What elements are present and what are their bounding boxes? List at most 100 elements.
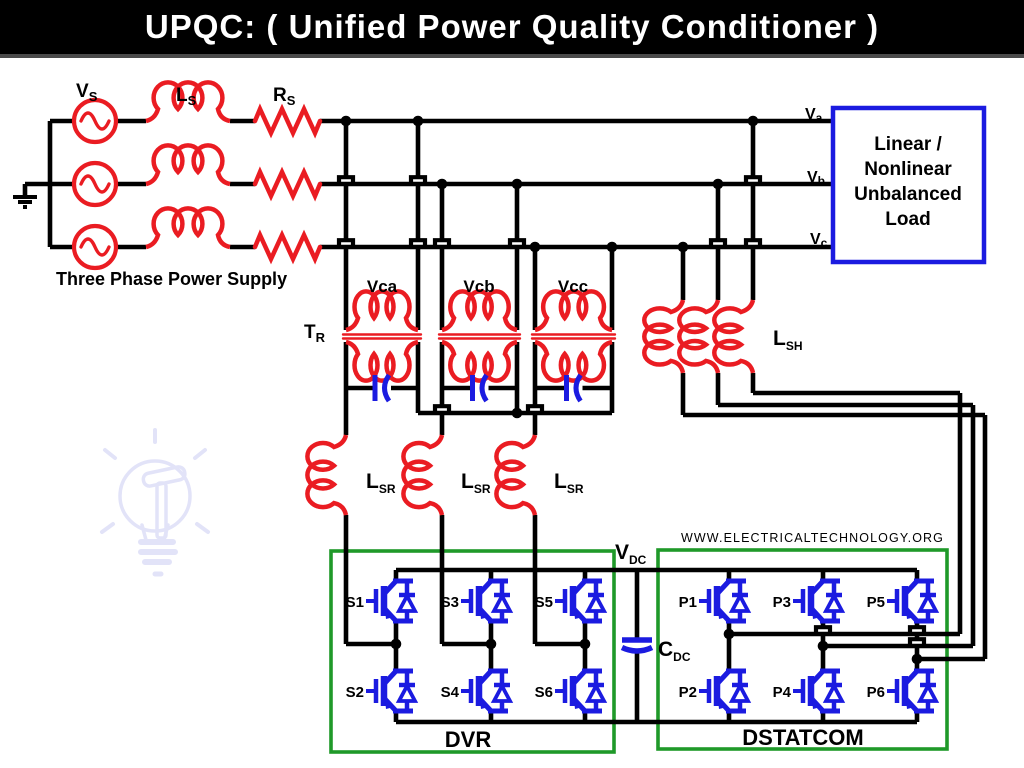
shunt-inductor-coil xyxy=(677,299,721,374)
switch-label-s5: S5 xyxy=(535,594,553,611)
red-components xyxy=(71,80,756,516)
shunt-inductor-coil xyxy=(712,299,756,374)
load-line-1: Linear / xyxy=(874,134,942,155)
source-resistor-zigzag xyxy=(252,103,323,139)
igbt-switch-p3 xyxy=(793,578,846,624)
emitter-arrow-icon xyxy=(812,610,821,619)
vdc-label: VDC xyxy=(615,541,647,567)
transformer-core xyxy=(341,333,423,340)
load-line-4: Load xyxy=(885,209,930,230)
diode-icon xyxy=(728,591,752,613)
junction-dot xyxy=(529,241,541,253)
load-line-2: Nonlinear xyxy=(864,159,952,180)
switch-label-p4: P4 xyxy=(773,684,792,701)
emitter-arrow-icon xyxy=(574,700,583,709)
transformer-secondary-winding xyxy=(345,339,419,383)
junction-dots xyxy=(340,115,923,665)
junction-dot xyxy=(747,115,759,127)
junction-dot xyxy=(723,628,735,640)
diode-icon xyxy=(395,681,419,703)
diode-icon xyxy=(584,681,608,703)
bulb-hammer-handle xyxy=(155,481,168,540)
sine-wave-icon xyxy=(79,174,111,194)
bulb-base xyxy=(138,539,178,565)
switch-label-s6: S6 xyxy=(535,684,553,701)
emitter-arrow-icon xyxy=(480,700,489,709)
dstatcom-converter-box xyxy=(656,548,949,751)
source-inductor-coil xyxy=(145,206,231,250)
transformer-secondary-winding xyxy=(534,339,613,383)
shunt-inductor-coil xyxy=(642,299,686,374)
igbt-switch-s1 xyxy=(366,578,419,624)
series-filter-inductor-coil xyxy=(305,434,349,516)
transformer-core xyxy=(530,333,617,340)
junction-dot xyxy=(712,178,724,190)
page-title: UPQC: ( Unified Power Quality Conditione… xyxy=(144,8,880,45)
switch-label-p3: P3 xyxy=(773,594,791,611)
lsr-label-2: LSR xyxy=(461,470,491,496)
igbt-switch-s3 xyxy=(461,578,514,624)
switch-label-s1: S1 xyxy=(346,594,364,611)
winding-a-label: Vca xyxy=(367,277,398,296)
emitter-arrow-icon xyxy=(718,700,727,709)
transformer-primary-winding xyxy=(345,289,419,333)
igbt-switch-s5 xyxy=(555,578,608,624)
igbt-switch-p2 xyxy=(699,668,752,714)
winding-b-label: Vcb xyxy=(463,277,494,296)
diode-icon xyxy=(916,591,940,613)
diode-icon xyxy=(490,591,514,613)
junction-dot xyxy=(511,178,523,190)
blue-components xyxy=(366,373,940,714)
emitter-arrow-icon xyxy=(480,610,489,619)
load-line-3: Unbalanced xyxy=(854,184,962,205)
diode-icon xyxy=(822,681,846,703)
phase-b-label: Vb xyxy=(807,169,825,188)
title-bar: UPQC: ( Unified Power Quality Conditione… xyxy=(0,0,1024,58)
supply-caption: Three Phase Power Supply xyxy=(56,269,287,289)
emitter-arrow-icon xyxy=(906,700,915,709)
bulb-glass xyxy=(118,459,192,533)
junction-dot xyxy=(817,640,829,652)
load-box-text: Linear / Nonlinear Unbalanced Load xyxy=(854,134,962,230)
source-resistor-zigzag xyxy=(252,229,323,265)
sine-wave-icon xyxy=(79,237,111,257)
sine-wave-icon xyxy=(79,111,111,131)
winding-c-label: Vcc xyxy=(558,277,588,296)
series-capacitor-plate xyxy=(479,373,489,403)
dvr-converter-box xyxy=(329,549,616,754)
source-resistor-zigzag xyxy=(252,166,323,202)
transformer-primary-winding xyxy=(441,289,518,333)
diode-icon xyxy=(584,591,608,613)
igbt-switch-p6 xyxy=(887,668,940,714)
junction-dot xyxy=(579,638,591,650)
junction-dot xyxy=(412,115,424,127)
phase-c-label: Vc xyxy=(810,231,828,250)
diode-icon xyxy=(916,681,940,703)
emitter-arrow-icon xyxy=(718,610,727,619)
emitter-arrow-icon xyxy=(906,610,915,619)
load-box xyxy=(830,105,987,265)
series-capacitor-plate xyxy=(382,373,392,403)
emitter-arrow-icon xyxy=(385,700,394,709)
series-filter-inductor-coil xyxy=(494,434,538,516)
transformer-primary-winding xyxy=(534,289,613,333)
diode-icon xyxy=(395,591,419,613)
diode-icon xyxy=(490,681,514,703)
diode-icon xyxy=(728,681,752,703)
igbt-switch-s6 xyxy=(555,668,608,714)
emitter-arrow-icon xyxy=(812,700,821,709)
source-resistance-label: RS xyxy=(273,85,296,108)
circuit-wires xyxy=(13,118,988,725)
switch-label-s2: S2 xyxy=(346,684,364,701)
series-capacitor-plate xyxy=(573,373,583,403)
lightbulb-watermark-icon xyxy=(100,428,210,577)
junction-dot xyxy=(340,115,352,127)
junction-dot xyxy=(485,638,497,650)
source-voltage-label: VS xyxy=(76,81,98,104)
dvr-label: DVR xyxy=(445,727,492,752)
phase-a-label: Va xyxy=(805,106,823,125)
igbt-switch-p5 xyxy=(887,578,940,624)
lsr-label-3: LSR xyxy=(554,470,584,496)
igbt-switch-p1 xyxy=(699,578,752,624)
